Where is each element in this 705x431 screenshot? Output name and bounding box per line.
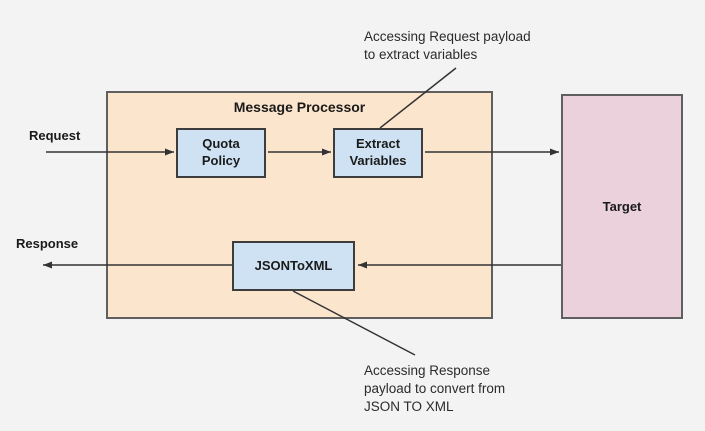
extract-variables-label: Extract Variables — [349, 136, 407, 168]
extract-variables-node: Extract Variables — [333, 128, 423, 178]
quota-policy-node: Quota Policy — [176, 128, 266, 178]
request-payload-annotation: Accessing Request payload to extract var… — [364, 29, 531, 62]
target-label: Target — [602, 199, 642, 214]
request-label: Request — [29, 128, 81, 143]
jsontoxml-node: JSONToXML — [232, 241, 355, 291]
quota-policy-label: Quota Policy — [201, 136, 241, 168]
message-processor-title: Message Processor — [233, 99, 366, 115]
response-payload-annotation: Accessing Response payload to convert fr… — [364, 363, 506, 414]
target-box: Target — [561, 94, 683, 319]
response-label: Response — [16, 236, 79, 251]
jsontoxml-label: JSONToXML — [254, 257, 333, 273]
